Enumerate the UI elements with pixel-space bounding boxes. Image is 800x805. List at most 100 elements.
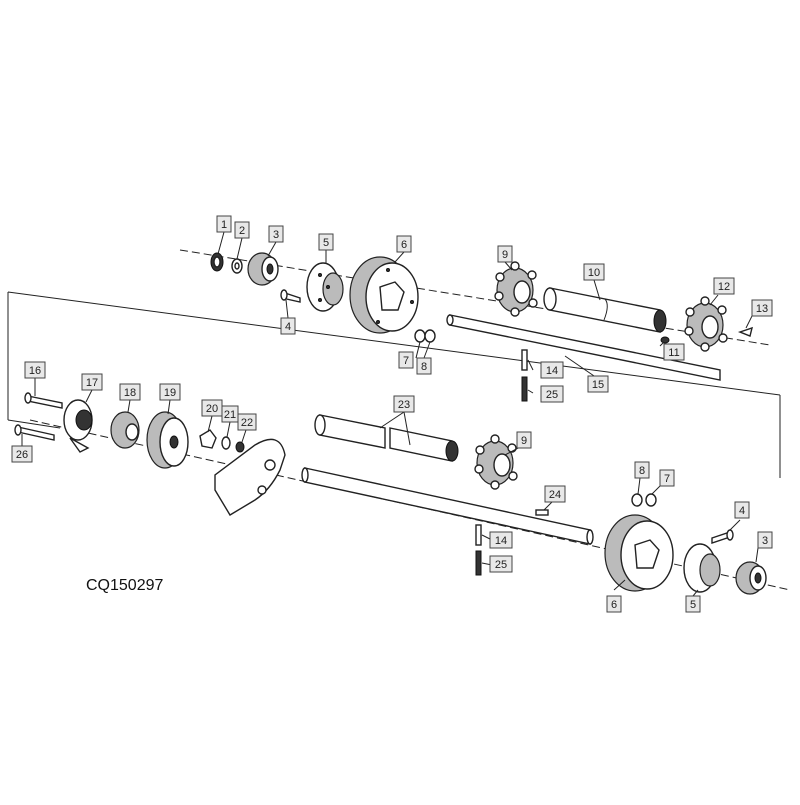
svg-text:7: 7 xyxy=(664,473,670,485)
svg-text:20: 20 xyxy=(206,403,218,415)
part-clip-13 xyxy=(737,326,753,337)
svg-text:3: 3 xyxy=(762,535,768,547)
svg-text:5: 5 xyxy=(323,237,329,249)
part-bolt-4-lower xyxy=(711,529,734,544)
part-hub-6 xyxy=(349,256,419,334)
svg-text:21: 21 xyxy=(224,409,236,421)
svg-text:10: 10 xyxy=(588,267,600,279)
callout-17: 17 xyxy=(81,373,103,391)
part-shaft-15 xyxy=(446,314,721,381)
part-bearing-18 xyxy=(110,411,140,449)
svg-text:6: 6 xyxy=(401,239,407,251)
svg-text:17: 17 xyxy=(86,377,98,389)
part-bolt-16 xyxy=(24,392,63,409)
svg-text:4: 4 xyxy=(285,321,291,333)
part-spacer-tube-10 xyxy=(543,287,667,333)
part-sprocket-9-upper xyxy=(494,261,538,317)
part-nut-7-upper xyxy=(414,329,426,343)
callout-13: 13 xyxy=(751,299,773,317)
svg-text:11: 11 xyxy=(668,347,679,359)
svg-text:2: 2 xyxy=(239,225,245,237)
part-washer-2 xyxy=(231,258,243,274)
svg-text:3: 3 xyxy=(273,229,279,241)
callout-5: 5 xyxy=(318,233,334,251)
leader-lines xyxy=(21,231,759,597)
callout-20: 20 xyxy=(201,399,223,417)
part-washer-1 xyxy=(210,252,224,272)
svg-text:26: 26 xyxy=(16,449,28,461)
svg-text:16: 16 xyxy=(29,365,41,377)
callout-1: 1 xyxy=(216,215,232,233)
callout-22: 22 xyxy=(237,413,257,431)
callout-7: 7 xyxy=(398,351,414,369)
part-bolt-4 xyxy=(280,289,301,303)
svg-text:24: 24 xyxy=(549,489,561,501)
svg-text:14: 14 xyxy=(546,365,558,377)
callout-16: 16 xyxy=(24,361,46,379)
part-nut-22 xyxy=(235,441,245,453)
svg-text:22: 22 xyxy=(241,417,253,429)
svg-text:12: 12 xyxy=(718,281,730,293)
svg-text:8: 8 xyxy=(421,361,427,373)
callout-4-lower: 4 xyxy=(734,501,750,519)
part-arm-bracket xyxy=(214,438,286,516)
svg-text:23: 23 xyxy=(398,399,410,411)
part-bolt-26 xyxy=(14,424,55,441)
part-flange-5 xyxy=(306,262,344,312)
callout-24: 24 xyxy=(544,485,566,503)
callout-4: 4 xyxy=(280,317,296,335)
part-bearing-3-lower xyxy=(735,561,767,595)
callout-15: 15 xyxy=(587,375,609,393)
callout-25-lower: 25 xyxy=(489,555,513,573)
part-nut-7-lower xyxy=(645,493,657,507)
part-hex-nut-20 xyxy=(199,429,217,449)
callout-6-lower: 6 xyxy=(606,595,622,613)
callout-5-lower: 5 xyxy=(685,595,701,613)
part-flange-5-lower xyxy=(683,543,721,593)
part-sprocket-9-lower xyxy=(474,434,518,490)
callout-18: 18 xyxy=(119,383,141,401)
callout-23: 23 xyxy=(393,395,415,413)
svg-text:19: 19 xyxy=(164,387,176,399)
svg-text:15: 15 xyxy=(592,379,604,391)
part-hub-6-lower xyxy=(604,514,674,592)
part-washer-21 xyxy=(221,436,231,450)
part-flange-19 xyxy=(146,411,189,469)
svg-text:4: 4 xyxy=(739,505,745,517)
part-pin-14-lower xyxy=(475,524,482,546)
callout-26: 26 xyxy=(11,445,33,463)
callout-19: 19 xyxy=(159,383,181,401)
callout-2: 2 xyxy=(234,221,250,239)
part-bearing-3 xyxy=(247,252,279,286)
svg-text:8: 8 xyxy=(639,465,645,477)
part-spring-pin-25-lower xyxy=(475,550,482,576)
part-sprocket-12 xyxy=(684,296,728,352)
svg-text:14: 14 xyxy=(495,535,507,547)
part-pin-14-upper xyxy=(521,349,528,371)
callout-10: 10 xyxy=(583,263,605,281)
part-washer-8-upper xyxy=(424,329,436,343)
svg-text:5: 5 xyxy=(690,599,696,611)
svg-text:25: 25 xyxy=(546,389,558,401)
callout-6: 6 xyxy=(396,235,412,253)
part-key-11 xyxy=(660,336,670,344)
callout-9-lower: 9 xyxy=(516,431,532,449)
callout-21: 21 xyxy=(221,405,239,423)
callout-11: 11 xyxy=(663,343,685,361)
part-spring-pin-25-upper xyxy=(521,376,528,402)
svg-text:1: 1 xyxy=(221,219,227,231)
svg-text:13: 13 xyxy=(756,303,768,315)
svg-text:9: 9 xyxy=(521,435,527,447)
assembly-plane-outline xyxy=(7,291,781,478)
svg-text:25: 25 xyxy=(495,559,507,571)
part-bearing-housing-17 xyxy=(63,399,93,453)
part-shaft-lower xyxy=(301,467,594,545)
callout-8: 8 xyxy=(416,357,432,375)
callout-9: 9 xyxy=(497,245,513,263)
svg-text:18: 18 xyxy=(124,387,136,399)
callout-3: 3 xyxy=(268,225,284,243)
callout-14: 14 xyxy=(540,361,564,379)
part-washer-8-lower xyxy=(631,493,643,507)
figure-code: CQ150297 xyxy=(86,577,163,594)
